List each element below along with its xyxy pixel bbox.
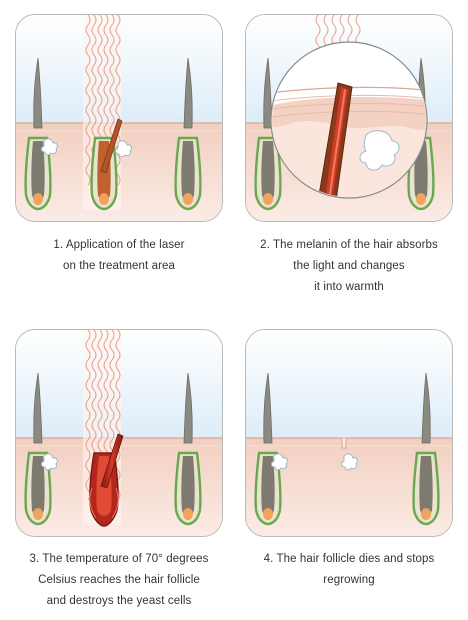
caption-line: the light and changes xyxy=(293,260,405,272)
caption-line: it into warmth xyxy=(314,281,384,293)
caption-step-4: 4. The hair follicle dies and stops regr… xyxy=(239,549,459,591)
caption-step-3: 3. The temperature of 70° degrees Celsiu… xyxy=(9,549,229,612)
closed-pore xyxy=(341,438,347,449)
step-1-illustration xyxy=(16,15,222,221)
caption-line: regrowing xyxy=(323,574,375,586)
step-2-illustration xyxy=(246,15,452,221)
caption-step-2: 2. The melanin of the hair absorbs the l… xyxy=(239,235,459,298)
panel-step-3 xyxy=(15,329,223,537)
caption-step-1: 1. Application of the laser on the treat… xyxy=(9,235,229,277)
caption-line: 4. The hair follicle dies and stops xyxy=(263,553,435,565)
caption-line: 3. The temperature of 70° degrees xyxy=(29,553,209,565)
step-4-illustration xyxy=(246,330,452,536)
panel-step-1 xyxy=(15,14,223,222)
caption-line: 2. The melanin of the hair absorbs xyxy=(260,239,438,251)
panel-step-2 xyxy=(245,14,453,222)
caption-line: and destroys the yeast cells xyxy=(46,595,192,607)
step-3-illustration xyxy=(16,330,222,536)
panel-step-4 xyxy=(245,329,453,537)
caption-line: 1. Application of the laser xyxy=(53,239,185,251)
caption-line: Celsius reaches the hair follicle xyxy=(38,574,200,586)
center-follicle xyxy=(90,118,123,211)
heated-follicle xyxy=(89,433,124,527)
magnifier-circle xyxy=(270,41,428,199)
caption-line: on the treatment area xyxy=(62,260,176,272)
